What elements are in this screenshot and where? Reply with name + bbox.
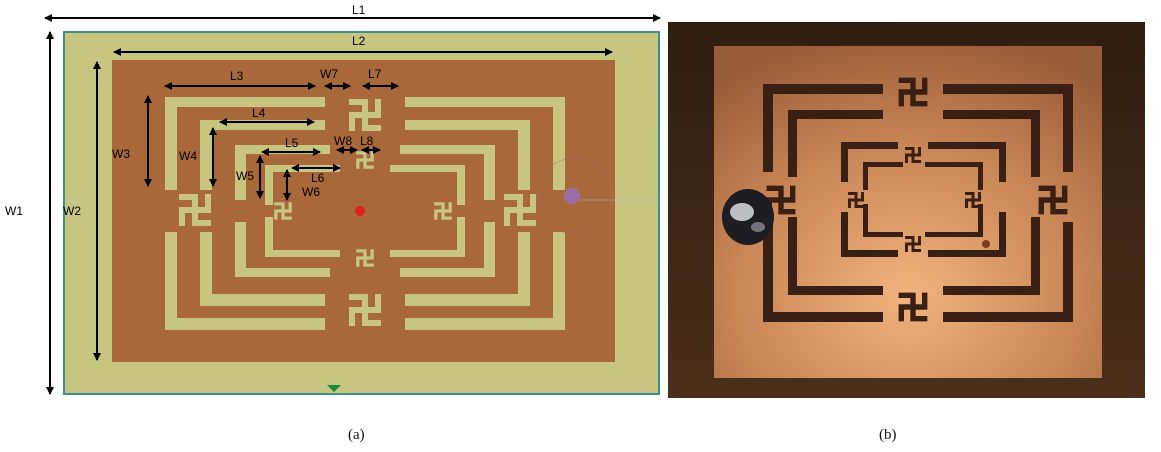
label-l5: L5 [285, 136, 299, 150]
feed-point [355, 206, 365, 216]
label-l8: L8 [360, 134, 374, 148]
fabricated-prototype-photo [668, 22, 1145, 398]
solder-point [982, 240, 990, 248]
label-w7: W7 [320, 67, 338, 81]
label-w1: W1 [5, 204, 23, 218]
label-w2: W2 [63, 204, 81, 218]
label-l3: L3 [230, 69, 244, 83]
label-l6: L6 [311, 171, 325, 185]
port-marker [564, 188, 580, 204]
label-w6: W6 [302, 185, 320, 199]
label-l4: L4 [252, 106, 266, 120]
port-guide-circle [536, 157, 614, 235]
label-l1: L1 [352, 3, 366, 17]
label-l7: L7 [368, 67, 382, 81]
label-w4: W4 [179, 149, 197, 163]
antenna-design-diagram: L1 L2 W1 W2 L3 L4 L5 L6 W7 L7 W8 L8 W3 W… [5, 3, 661, 395]
ground-marker [327, 385, 341, 392]
label-w8: W8 [334, 134, 352, 148]
etched-slot-pattern [763, 77, 1073, 322]
label-w5: W5 [236, 169, 254, 183]
antenna-design-panel: L1 L2 W1 W2 L3 L4 L5 L6 W7 L7 W8 L8 W3 W… [5, 3, 661, 395]
caption-a: (a) [348, 427, 365, 443]
label-l2: L2 [352, 34, 366, 48]
label-w3: W3 [112, 147, 130, 161]
caption-b: (b) [879, 427, 897, 443]
prototype-photo-rendering [668, 22, 1145, 398]
